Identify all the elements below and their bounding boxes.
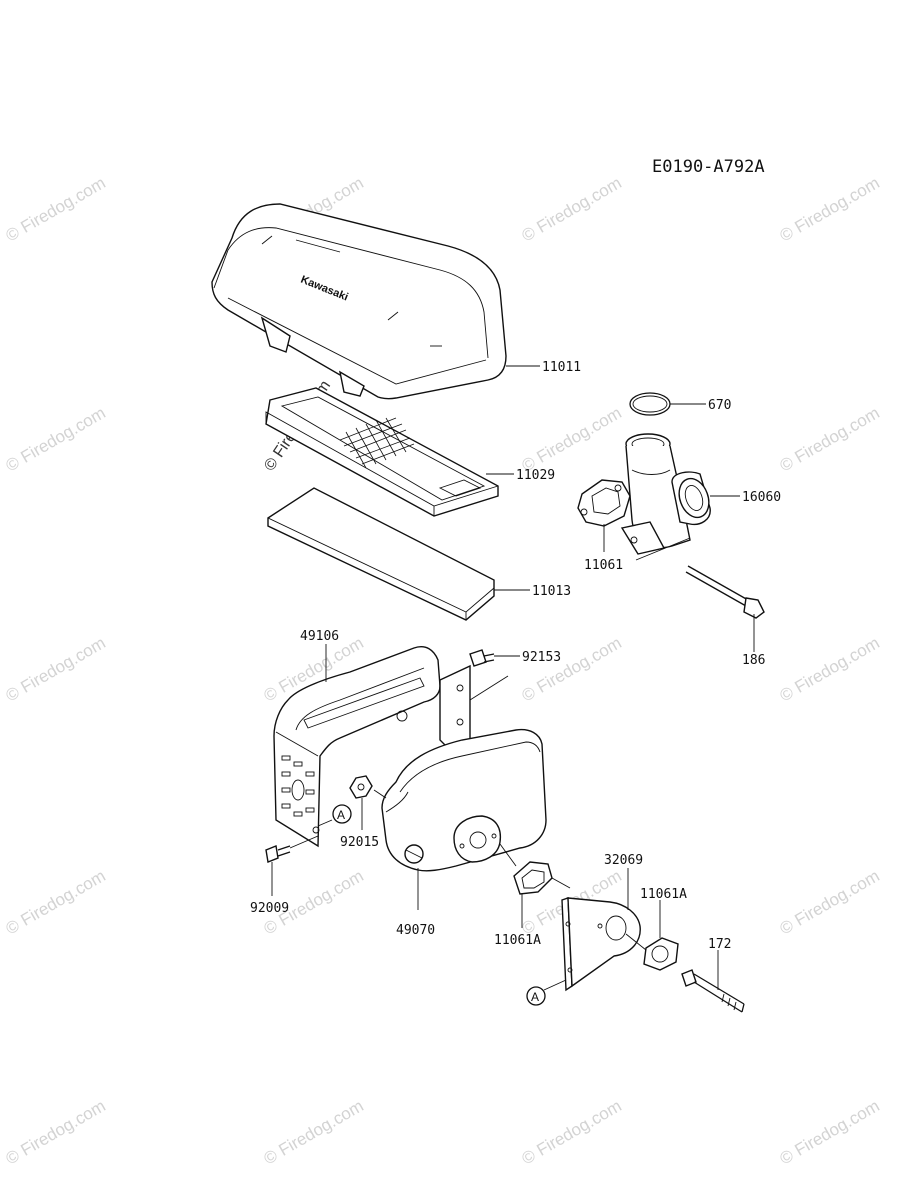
part-label-172: 172 — [708, 937, 731, 952]
cover-vents — [281, 755, 315, 817]
o-ring-inner — [632, 395, 668, 413]
part-label-92009: 92009 — [250, 901, 289, 916]
part-label-49070: 49070 — [396, 923, 435, 938]
watermark: © Firedog.com — [777, 403, 883, 475]
part-label-11011: 11011 — [542, 360, 581, 375]
watermark: © Firedog.com — [3, 173, 109, 245]
watermark: © Firedog.com — [3, 403, 109, 475]
gasket-11061a-left — [513, 861, 553, 895]
dashed-axis — [635, 537, 691, 561]
filter-mesh — [339, 417, 415, 469]
flow-line — [373, 789, 387, 799]
screw-92009 — [265, 845, 291, 863]
part-label-11013: 11013 — [532, 584, 571, 599]
dashed-axis-92153 — [469, 675, 509, 701]
watermark: © Firedog.com — [261, 1096, 367, 1168]
part-label-11061a-right: 11061A — [640, 887, 687, 902]
ref-marker-letter: A — [337, 808, 345, 822]
pre-filter — [267, 487, 495, 621]
bolt-172 — [681, 969, 745, 1013]
filter-element — [265, 387, 499, 517]
bolt-92153 — [469, 649, 495, 667]
watermark: © Firedog.com — [519, 1096, 625, 1168]
part-label-186: 186 — [742, 653, 765, 668]
bracket-32069 — [561, 897, 641, 992]
watermark: © Firedog.com — [519, 173, 625, 245]
watermark: © Firedog.com — [777, 866, 883, 938]
diagram-code: E0190-A792A — [652, 157, 765, 177]
part-label-11061: 11061 — [584, 558, 623, 573]
part-label-11061a-left: 11061A — [494, 933, 541, 948]
watermark: © Firedog.com — [777, 173, 883, 245]
flow-line — [499, 843, 517, 867]
watermark: © Firedog.com — [3, 1096, 109, 1168]
part-label-32069: 32069 — [604, 853, 643, 868]
watermark: © Firedog.com — [519, 633, 625, 705]
ref-marker-a-bottom: A — [526, 979, 567, 1006]
watermark: © Firedog.com — [777, 633, 883, 705]
bolt-186 — [685, 565, 765, 619]
part-label-92015: 92015 — [340, 835, 379, 850]
leader-92009 — [289, 835, 319, 849]
nut-92015 — [349, 775, 373, 799]
watermark: © Firedog.com — [777, 1096, 883, 1168]
muffler-cover — [273, 646, 471, 848]
air-cleaner-cover: Kawasaki — [211, 203, 507, 400]
watermark: © Firedog.com — [519, 403, 625, 475]
part-label-670: 670 — [708, 398, 731, 413]
watermark: © Firedog.com — [3, 633, 109, 705]
watermark: © Firedog.com — [3, 866, 109, 938]
part-label-92153: 92153 — [522, 650, 561, 665]
ref-marker-letter: A — [531, 990, 539, 1004]
gasket — [577, 479, 631, 527]
intake-elbow — [620, 433, 711, 555]
part-label-11029: 11029 — [516, 468, 555, 483]
ref-marker-a-left: A — [317, 804, 352, 827]
muffler — [381, 728, 547, 872]
part-label-49106: 49106 — [300, 629, 339, 644]
flow-line — [551, 877, 571, 889]
part-label-16060: 16060 — [742, 490, 781, 505]
gasket-11061a-right — [643, 937, 679, 971]
flow-line — [625, 933, 647, 951]
